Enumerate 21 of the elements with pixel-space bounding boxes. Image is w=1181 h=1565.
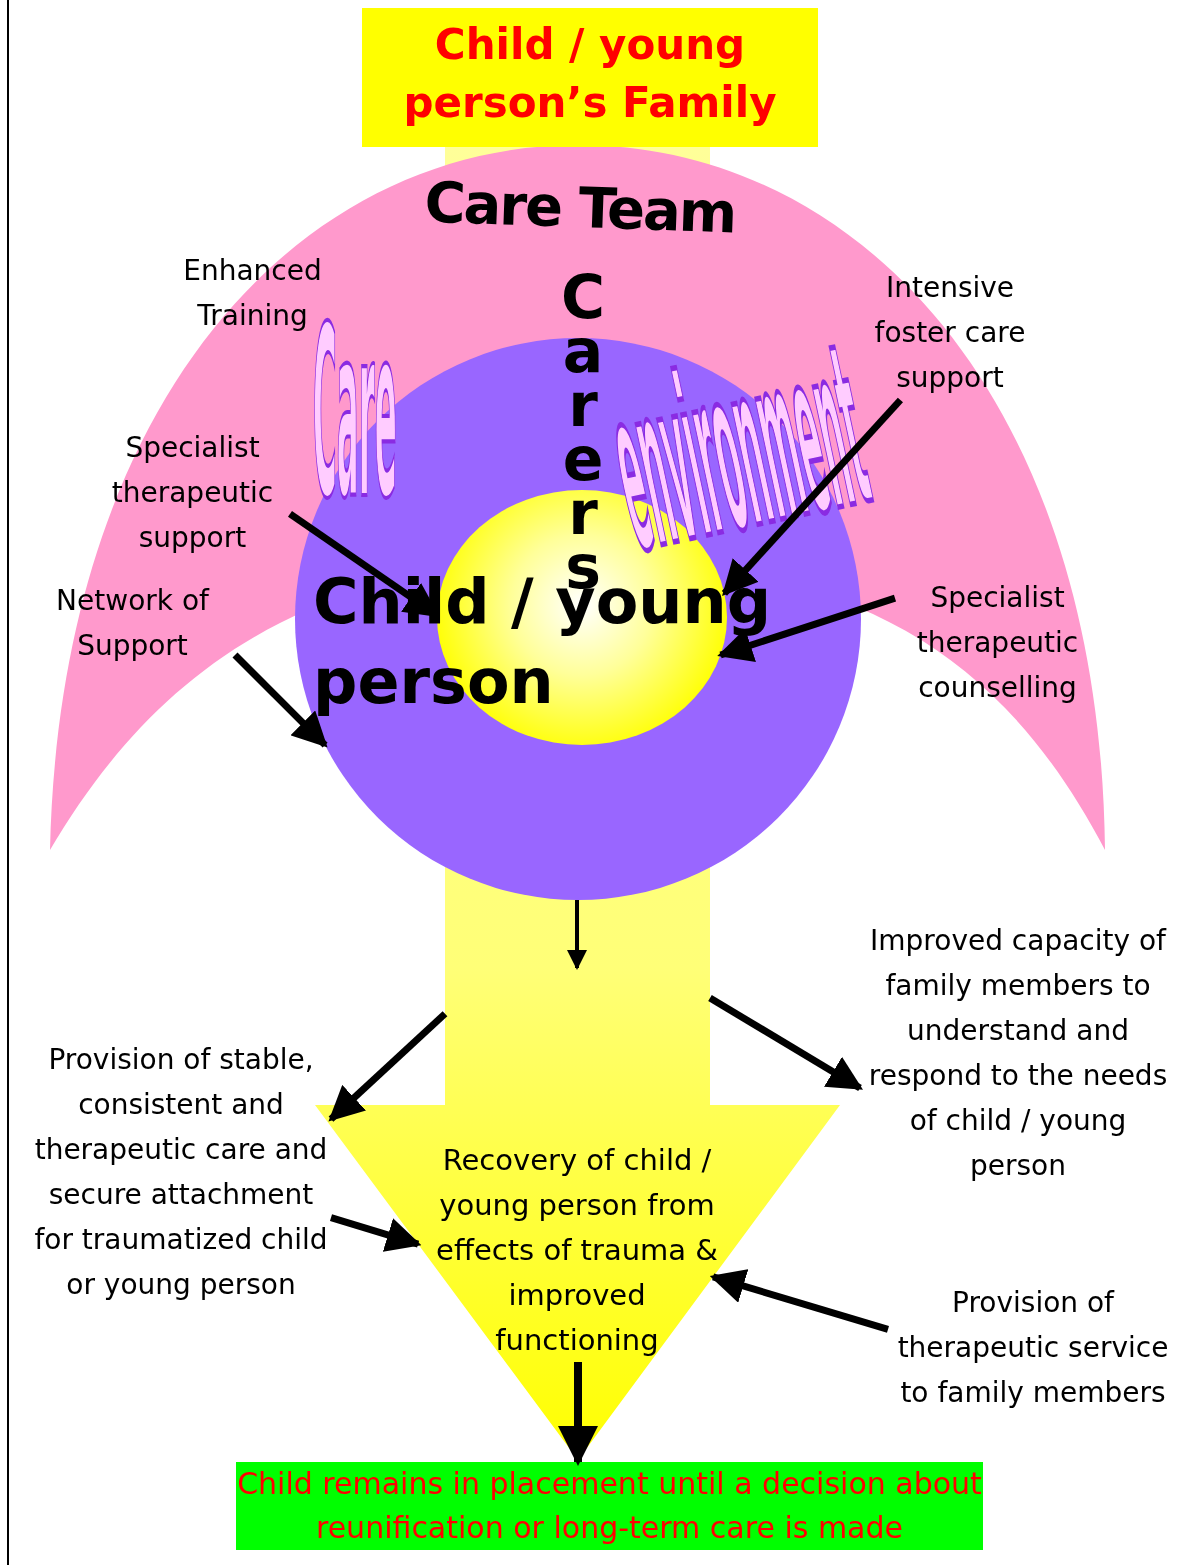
heading-box xyxy=(362,8,818,147)
outcome-text: Recovery of child / young person from effects of trauma & improved functioning xyxy=(435,1142,719,1359)
text-label: Provision of therapeutic service to family members xyxy=(888,1280,1178,1415)
text-label: Provision of stable, consistent and therapeutic care and secure attachment for traumatized child or young person xyxy=(31,1037,331,1307)
arrow xyxy=(721,397,903,596)
arrow xyxy=(232,652,328,748)
text-label: Improved capacity of family members to understand and respond to the needs of child / young person xyxy=(860,918,1176,1188)
text-label: Network of Support xyxy=(30,578,235,668)
arrow xyxy=(330,1214,422,1252)
text-label: Intensive foster care support xyxy=(865,265,1035,400)
arrow xyxy=(708,995,863,1091)
result-text: Child remains in placement until a decision about reunification or long-term care is made xyxy=(236,1465,983,1547)
text-label: Specialist therapeutic support xyxy=(95,425,290,560)
arrow xyxy=(567,900,587,970)
arrow xyxy=(558,1362,598,1466)
arrow xyxy=(709,1269,889,1333)
arrow xyxy=(328,1011,448,1122)
title-text: Child / young person’s Family xyxy=(402,19,778,129)
arrow xyxy=(717,594,897,662)
heading-text: Care Team xyxy=(422,168,738,248)
text-label: Specialist therapeutic counselling xyxy=(895,575,1100,710)
